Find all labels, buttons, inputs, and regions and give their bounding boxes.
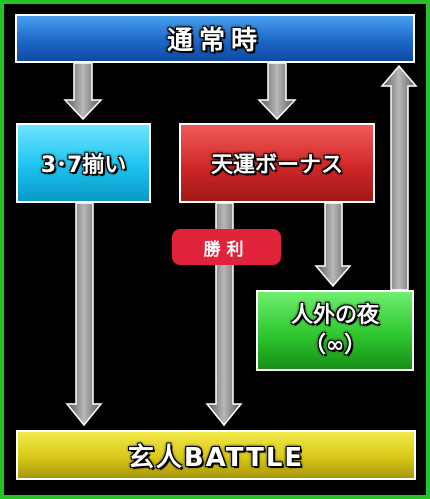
node-three-seven: 3･7揃い xyxy=(16,123,151,203)
arrow-jingai-to-normal xyxy=(380,64,418,291)
arrow-tenun-to-jingai xyxy=(314,202,352,288)
node-jingai-label: 人外の夜 xyxy=(290,302,379,328)
node-jingai-sublabel: （∞） xyxy=(303,332,367,358)
node-tenun-bonus: 天運ボーナス xyxy=(179,123,375,203)
arrow-37-to-battle xyxy=(65,202,103,427)
node-jingai: 人外の夜 （∞） xyxy=(256,290,414,371)
arrow-normal-to-37 xyxy=(63,62,103,121)
node-normal: 通常時 xyxy=(15,14,415,63)
node-tenun-bonus-label: 天運ボーナス xyxy=(210,153,343,178)
node-three-seven-label: 3･7揃い xyxy=(40,153,127,178)
node-battle: 玄人BATTLE xyxy=(16,430,416,480)
node-normal-label: 通常時 xyxy=(166,26,263,56)
node-battle-label: 玄人BATTLE xyxy=(127,442,305,473)
arrow-normal-to-tenun xyxy=(257,62,297,121)
win-badge: 勝利 xyxy=(172,229,281,265)
win-badge-label: 勝利 xyxy=(203,239,250,260)
